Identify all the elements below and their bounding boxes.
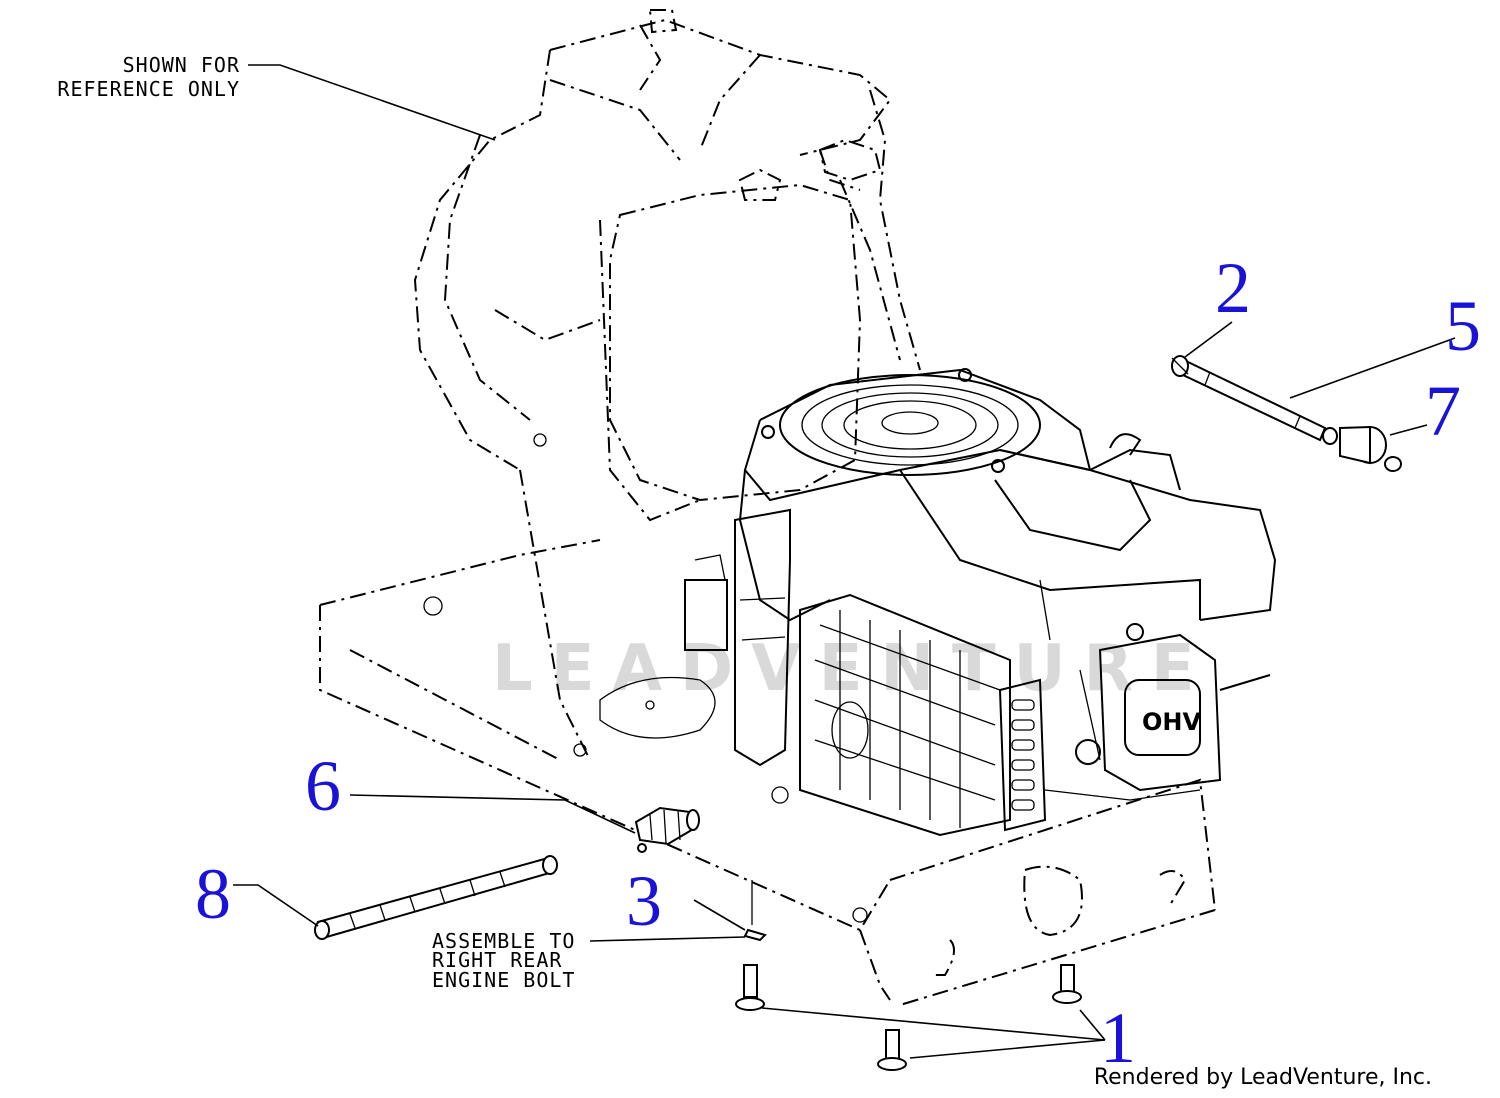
callout-7: 7 — [1425, 371, 1461, 451]
reference-note-line-2: REFERENCE ONLY — [57, 77, 240, 101]
part-7-filter — [1322, 425, 1402, 472]
assemble-note-line-1: ASSEMBLE TO — [432, 929, 575, 953]
callout-8: 8 — [195, 854, 231, 934]
leader-lines — [233, 64, 1456, 1059]
part-8-hose — [314, 855, 558, 940]
watermark: LEADVENTURE — [492, 632, 1213, 706]
reference-frame — [319, 9, 1216, 1006]
part-3-clip — [743, 880, 767, 942]
reference-note-line-1: SHOWN FOR — [123, 53, 240, 77]
callout-3: 3 — [626, 861, 662, 941]
callout-5: 5 — [1445, 286, 1481, 366]
engine-assembly: OHV — [599, 368, 1277, 837]
assemble-note-line-3: ENGINE BOLT — [432, 968, 575, 992]
callout-2: 2 — [1215, 248, 1251, 328]
part-5-tube — [1181, 360, 1327, 442]
part-2-clamp — [1171, 355, 1189, 377]
part-6-fitting — [634, 806, 700, 853]
callout-6: 6 — [305, 746, 341, 826]
part-1-bolts — [735, 964, 1082, 1071]
engine-badge: OHV — [1142, 708, 1201, 736]
callout-1: 1 — [1100, 998, 1136, 1078]
assemble-note-line-2: RIGHT REAR — [432, 948, 562, 972]
credit-text: Rendered by LeadVenture, Inc. — [1094, 1065, 1432, 1090]
